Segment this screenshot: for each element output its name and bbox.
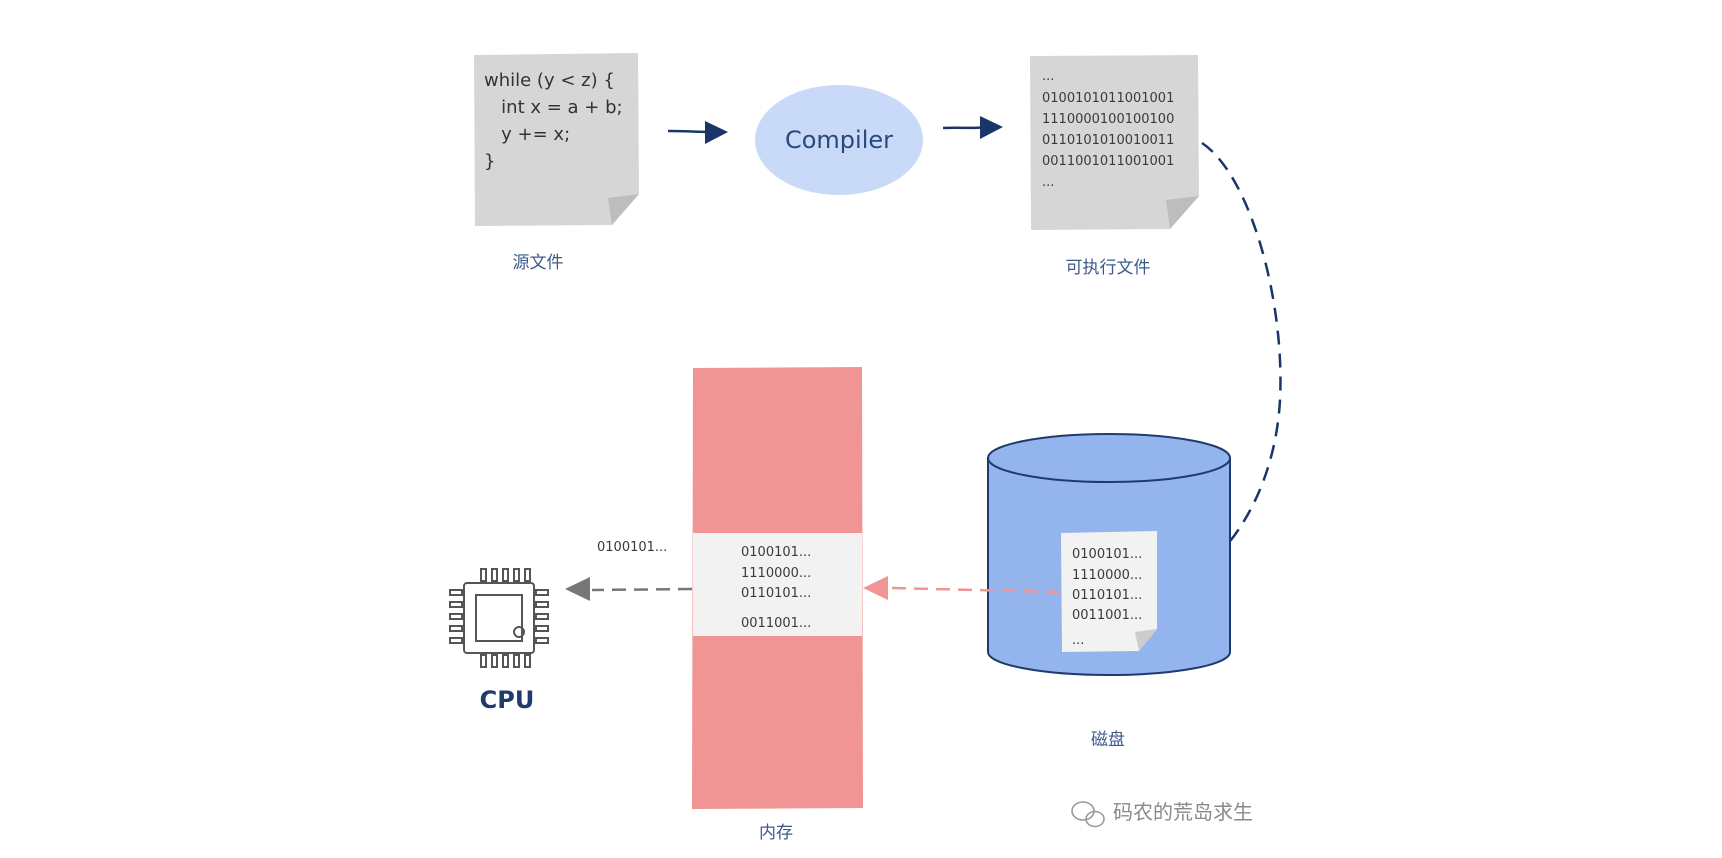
source-code-line: int x = a + b; — [484, 97, 623, 118]
disk-file-page — [1061, 531, 1157, 652]
wechat-icon — [1071, 801, 1105, 828]
arrow-head — [863, 576, 888, 600]
disk-binary-line: 1110000... — [1072, 568, 1142, 583]
memory-binary-line: 0110101... — [741, 586, 811, 601]
executable-binary-line: 0100101011001001 — [1042, 91, 1174, 106]
disk-binary-line: ... — [1072, 633, 1084, 648]
source-file-page — [474, 53, 639, 226]
executable-binary-line: ... — [1042, 175, 1054, 190]
compiler-label: Compiler — [785, 126, 893, 154]
cpu-label: CPU — [480, 686, 535, 714]
compiler-ellipse — [755, 85, 923, 195]
disk-cylinder: 0100101... 1110000... 0110101... 0011001… — [987, 433, 1231, 676]
disk-caption: 磁盘 — [1091, 730, 1125, 750]
arrow-memory-to-cpu — [591, 587, 693, 592]
disk-top — [987, 433, 1231, 483]
disk-binary-line: 0100101... — [1072, 547, 1142, 562]
watermark-text: 码农的荒岛求生 — [1113, 800, 1253, 824]
memory-loaded-region — [693, 533, 862, 636]
executable-binary-line: 0110101010010011 — [1042, 133, 1174, 148]
arrow-head — [980, 116, 1003, 139]
source-code-line: y += x; — [484, 124, 570, 145]
cpu-chip-icon — [449, 568, 549, 668]
executable-file-caption: 可执行文件 — [1066, 258, 1151, 278]
arrow-head — [705, 121, 728, 144]
source-file-caption: 源文件 — [513, 253, 564, 273]
memory-block: 0100101... 1110000... 0110101... 0011001… — [692, 367, 863, 809]
disk-binary-line: 0011001... — [1072, 608, 1142, 623]
source-file-document: while (y < z) { int x = a + b; y += x; } — [474, 53, 639, 226]
source-code-line: } — [484, 151, 495, 172]
executable-file-page — [1030, 55, 1199, 230]
executable-binary-line: ... — [1042, 69, 1054, 84]
disk-file-page-curl — [1135, 629, 1157, 651]
memory-binary-line: 0011001... — [741, 616, 811, 631]
memory-binary-line: 1110000... — [741, 566, 811, 581]
source-code-line: while (y < z) { — [484, 70, 615, 91]
executable-binary-line: 0011001011001001 — [1042, 154, 1174, 169]
arrow-head — [565, 577, 590, 601]
memory-caption: 内存 — [759, 823, 793, 843]
cpu-incoming-data: 0100101... — [597, 540, 667, 555]
executable-file-document: ... 0100101011001001 1110000100100100 01… — [1030, 55, 1199, 230]
executable-binary-line: 1110000100100100 — [1042, 112, 1174, 127]
arrow-disk-to-memory — [889, 586, 1061, 594]
disk-binary-line: 0110101... — [1072, 588, 1142, 603]
memory-binary-line: 0100101... — [741, 545, 811, 560]
executable-file-page-curl — [1166, 196, 1199, 229]
source-file-page-curl — [608, 194, 639, 225]
